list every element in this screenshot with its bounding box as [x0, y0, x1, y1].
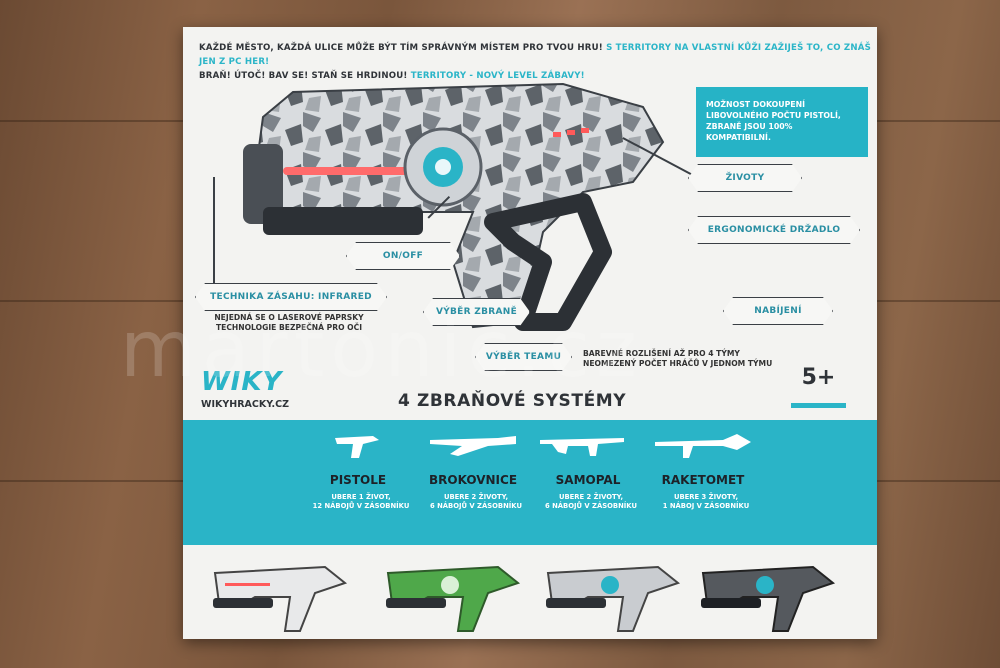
grey-camo-gun-variant	[546, 565, 681, 632]
team-note-line2: NEOMEZENÝ POČET HRÁČŮ V JEDNOM TÝMU	[583, 359, 773, 368]
label-lives: ŽIVOTY	[688, 164, 802, 192]
white-gun-variant	[213, 565, 348, 632]
product-box-back: KAŽDÉ MĚSTO, KAŽDÁ ULICE MŮŽE BÝT TÍM SP…	[183, 27, 877, 639]
headline-line1-dark: KAŽDÉ MĚSTO, KAŽDÁ ULICE MŮŽE BÝT TÍM SP…	[199, 43, 603, 53]
shotgun-icon	[430, 436, 516, 456]
weapon-desc: UBERE 1 ŽIVOT,12 NÁBOJŮ V ZÁSOBNÍKU	[312, 493, 410, 510]
label-reload: NABÍJENÍ	[723, 297, 833, 325]
label-weapon-select: VÝBĚR ZBRANĚ	[423, 298, 530, 326]
weapon-name: PISTOLE	[329, 473, 387, 487]
dark-gun-variant	[701, 565, 836, 632]
brand-website: WIKYHRACKY.CZ	[201, 399, 289, 410]
headline-line2-teal: TERRITORY - NOVÝ LEVEL ZÁBAVY!	[410, 71, 585, 81]
gun-variants-strip	[183, 545, 877, 639]
headline-line2-dark: BRAŇ! ÚTOČ! BAV SE! STAŇ SE HRDINOU!	[199, 71, 408, 81]
watermark: martonic.cz	[120, 305, 643, 395]
weapon-name: RAKETOMET	[661, 473, 745, 487]
label-team-select: VÝBĚR TEAMU	[475, 343, 572, 371]
weapon-name: BROKOVNICE	[428, 473, 518, 487]
green-gun-variant	[386, 565, 521, 632]
weapon-desc: UBERE 2 ŽIVOTY,6 NÁBOJŮ V ZÁSOBNÍKU	[545, 493, 637, 510]
compatibility-info-box: MOŽNOST DOKOUPENÍ LIBOVOLNÉHO POČTU PIST…	[696, 87, 868, 157]
weapon-desc: UBERE 3 ŽIVOTY,1 NÁBOJ V ZÁSOBNÍKU	[662, 493, 750, 510]
laser-gun-illustration	[243, 82, 665, 331]
team-note-line1: BAREVNÉ ROZLIŠENÍ AŽ PRO 4 TÝMY	[583, 349, 740, 358]
rifle-icon	[540, 438, 624, 456]
weapons-band: PISTOLE BROKOVNICE SAMOPAL RAKETOMET UBE…	[183, 420, 877, 545]
pistol-icon	[335, 436, 379, 458]
age-rating: 5+	[791, 365, 846, 408]
rocket-launcher-icon	[655, 434, 751, 458]
infrared-note-line1: NEJEDNÁ SE O LASEROVÉ PAPRSKY	[214, 313, 364, 322]
infrared-note: NEJEDNÁ SE O LASEROVÉ PAPRSKY TECHNOLOGI…	[199, 313, 379, 333]
label-on-off: ON/OFF	[346, 242, 460, 270]
infrared-note-line2: TECHNOLOGIE BEZPEČNÁ PRO OČI	[215, 323, 363, 332]
label-ergonomic-grip: ERGONOMICKÉ DRŽADLO	[688, 216, 860, 244]
weapon-desc: UBERE 2 ŽIVOTY,6 NÁBOJŮ V ZÁSOBNÍKU	[430, 493, 522, 510]
weapon-name: SAMOPAL	[555, 473, 621, 487]
headline-line1-teal: S TERRITORY NA VLASTNÍ KŮŽI ZAŽIJEŠ TO, …	[199, 43, 871, 67]
wiky-logo: WIKY	[201, 367, 283, 397]
team-note: BAREVNÉ ROZLIŠENÍ AŽ PRO 4 TÝMY NEOMEZEN…	[583, 349, 783, 369]
headline: KAŽDÉ MĚSTO, KAŽDÁ ULICE MŮŽE BÝT TÍM SP…	[199, 41, 877, 83]
callout-line	[213, 177, 215, 297]
weapon-systems-title: 4 ZBRAŇOVÉ SYSTÉMY	[398, 391, 627, 411]
label-infrared: TECHNIKA ZÁSAHU: INFRARED	[195, 283, 387, 311]
